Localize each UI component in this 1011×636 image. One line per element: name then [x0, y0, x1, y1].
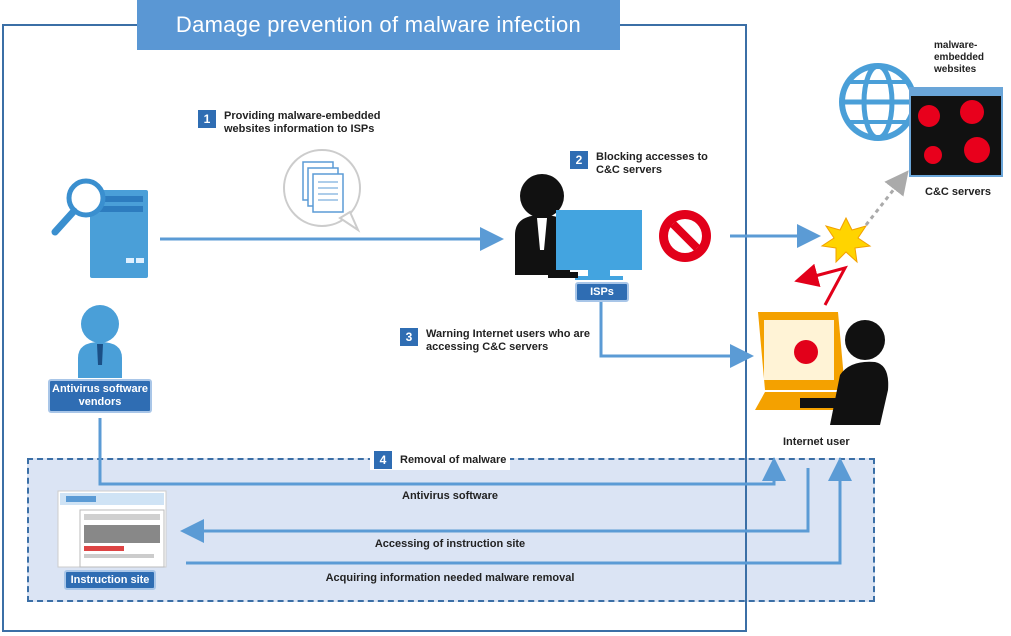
step-1-number: 1 — [198, 110, 216, 128]
antivirus-vendors-label: Antivirus software vendors — [48, 379, 152, 413]
step-4-text: Removal of malware — [400, 453, 507, 466]
block-icon — [659, 210, 711, 262]
globe-icon — [839, 63, 917, 141]
acquiring-info-flow-label: Acquiring information needed malware rem… — [325, 572, 575, 584]
explosion-icon — [820, 216, 872, 264]
instruction-site-page-icon — [57, 490, 167, 568]
antivirus-software-flow-label: Antivirus software — [402, 490, 498, 502]
investigation-server-icon — [51, 178, 148, 278]
accessing-instruction-flow-label: Accessing of instruction site — [374, 538, 526, 550]
diagram-title: Damage prevention of malware infection — [137, 0, 620, 50]
step-1-text: Providing malware-embedded websites info… — [224, 110, 381, 135]
step-1: 1 Providing malware-embedded websites in… — [198, 110, 424, 136]
malware-sites-label: malware-embedded websites — [934, 40, 985, 75]
step-2: 2 Blocking accesses to C&C servers — [570, 151, 716, 177]
step-2-text: Blocking accesses to C&C servers — [596, 151, 708, 176]
step-2-number: 2 — [570, 151, 588, 169]
antivirus-vendor-icon — [78, 305, 122, 378]
instruction-site-label: Instruction site — [64, 570, 156, 590]
internet-user-label: Internet user — [783, 436, 850, 448]
isp-operator-icon — [515, 174, 642, 280]
step-4: 4 Removal of malware — [370, 450, 511, 470]
internet-user-icon — [755, 312, 889, 425]
step-3: 3 Warning Internet users who are accessi… — [400, 328, 596, 354]
step-4-number: 4 — [374, 451, 392, 469]
cc-servers-label: C&C servers — [925, 186, 992, 198]
step-3-number: 3 — [400, 328, 418, 346]
documents-bubble-icon — [283, 149, 361, 233]
step-3-text: Warning Internet users who are accessing… — [426, 328, 591, 353]
isps-label: ISPs — [575, 282, 629, 302]
cc-server-screen-icon — [909, 87, 1003, 177]
